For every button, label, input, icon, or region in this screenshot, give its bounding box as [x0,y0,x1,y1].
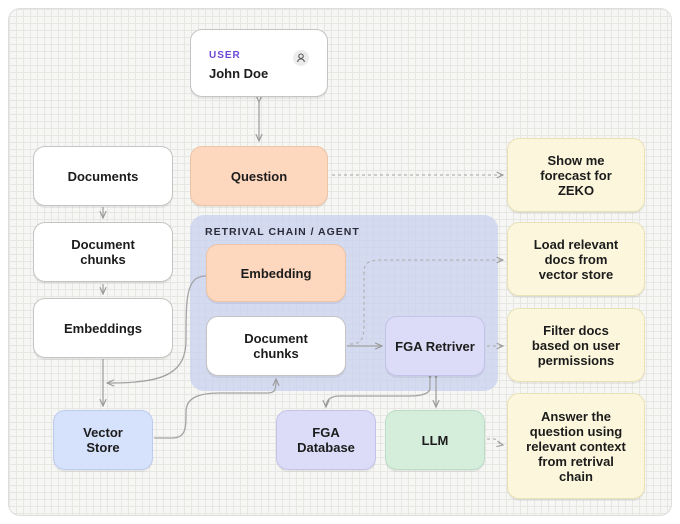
user-kicker: USER [209,50,241,61]
note-step-2: Load relevant docs from vector store [507,222,645,296]
user-name: John Doe [209,66,269,81]
documents-node[interactable]: Documents [33,146,173,206]
note-step-1-text: Show me forecast for ZEKO [540,152,612,198]
llm-label: LLM [421,432,449,448]
llm-node[interactable]: LLM [385,410,485,470]
document-chunks-center-node[interactable]: Document chunks [206,316,346,376]
vector-store-label: Vector Store [83,425,123,455]
question-node[interactable]: Question [190,146,328,206]
note-step-3-text: Filter docs based on user permissions [531,322,621,368]
embeddings-node[interactable]: Embeddings [33,298,173,358]
embedding-label: Embedding [240,265,312,281]
note-step-3: Filter docs based on user permissions [507,308,645,382]
document-chunks-center-label: Document chunks [244,331,308,361]
vectorstore-chunks-link [154,379,276,439]
fga-database-link [326,378,430,407]
user-icon [293,50,309,66]
region-title: RETRIVAL CHAIN / AGENT [205,226,360,238]
chunks-note-link [349,260,503,345]
user-card[interactable]: USER John Doe [190,29,328,97]
document-chunks-left-node[interactable]: Document chunks [33,222,173,282]
fga-database-label: FGA Database [297,425,355,455]
embedding-node[interactable]: Embedding [206,244,346,302]
note-step-4-text: Answer the question using relevant conte… [526,408,626,484]
question-label: Question [230,168,288,184]
fga-retriver-node[interactable]: FGA Retriver [385,316,485,376]
document-chunks-left-label: Document chunks [71,237,135,267]
embedding-vectorstore-link [107,275,207,383]
fga-retriver-label: FGA Retriver [395,338,475,354]
llm-note-link [487,438,503,445]
note-step-4: Answer the question using relevant conte… [507,393,645,499]
documents-label: Documents [67,168,139,184]
embeddings-label: Embeddings [63,320,142,336]
note-step-1: Show me forecast for ZEKO [507,138,645,212]
note-step-2-text: Load relevant docs from vector store [533,236,619,282]
vector-store-node[interactable]: Vector Store [53,410,153,470]
fga-database-node[interactable]: FGA Database [276,410,376,470]
